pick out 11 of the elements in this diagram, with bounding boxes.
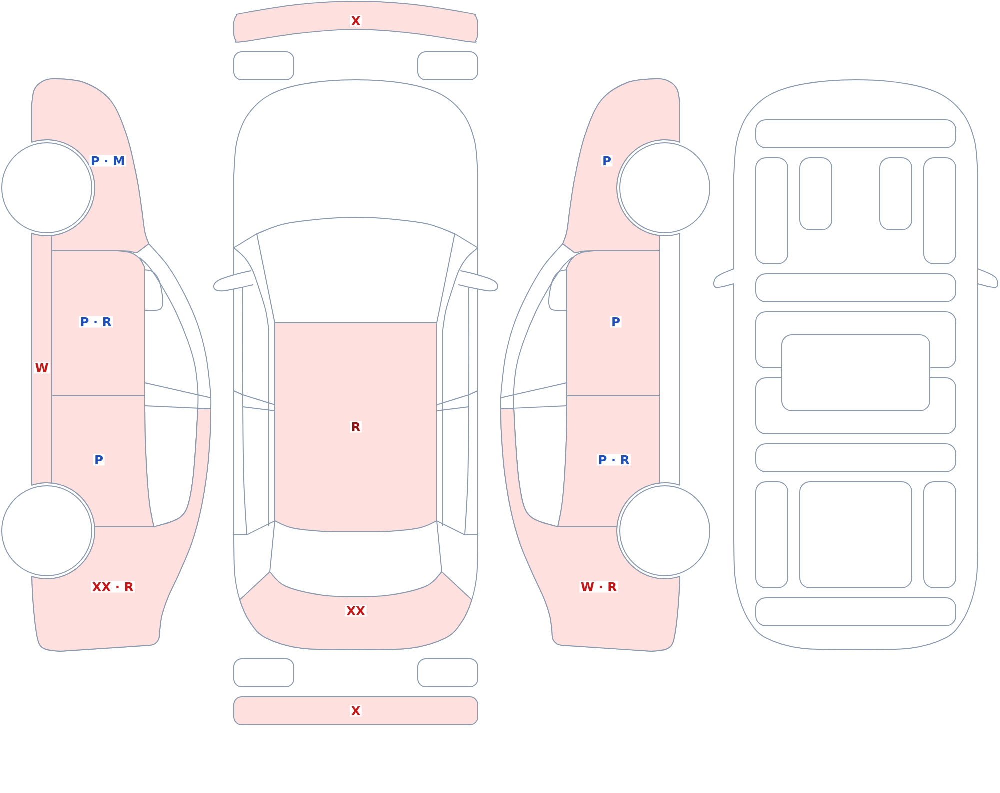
car-panel: X [234,1,478,43]
car-panel: P [562,78,680,254]
car-panel: P [566,250,660,396]
car-panel: R [274,322,438,533]
car-panel: P · R [52,250,146,396]
car-panel: P · R [558,396,660,528]
car-panel: XX [240,572,472,650]
car-panel: W [32,233,52,486]
car-panel: P [52,396,154,528]
car-panel: X [234,696,478,726]
car-panel: P · M [32,78,150,254]
